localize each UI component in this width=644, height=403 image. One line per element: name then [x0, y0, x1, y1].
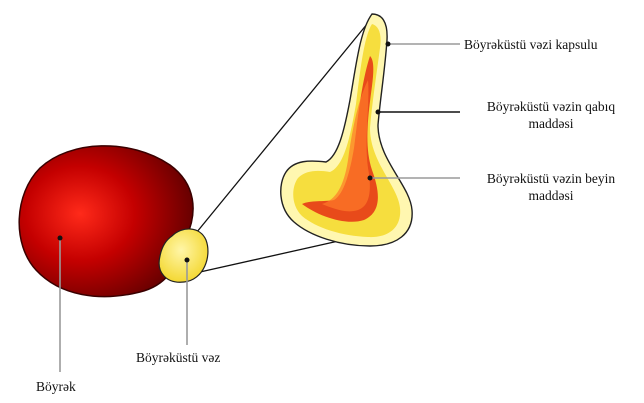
- label-medulla-line1: Böyrəküstü vəzin beyin: [462, 170, 640, 187]
- label-medulla: Böyrəküstü vəzin beyin maddəsi: [462, 170, 640, 204]
- pointer-adrenal: [185, 258, 190, 263]
- pointer-capsule: [386, 42, 391, 47]
- label-adrenal-gland: Böyrəküstü vəz: [136, 349, 220, 366]
- label-cortex-line1: Böyrəküstü vəzin qabıq: [462, 98, 640, 115]
- label-cortex-line2: maddəsi: [462, 115, 640, 132]
- label-kidney: Böyrək: [36, 378, 76, 395]
- label-medulla-line2: maddəsi: [462, 187, 640, 204]
- pointer-cortex: [376, 110, 381, 115]
- zoom-line-bottom: [200, 238, 352, 272]
- label-cortex: Böyrəküstü vəzin qabıq maddəsi: [462, 98, 640, 132]
- pointer-kidney: [58, 236, 63, 241]
- pointer-medulla: [368, 176, 373, 181]
- label-capsule: Böyrəküstü vəzi kapsulu: [464, 36, 597, 53]
